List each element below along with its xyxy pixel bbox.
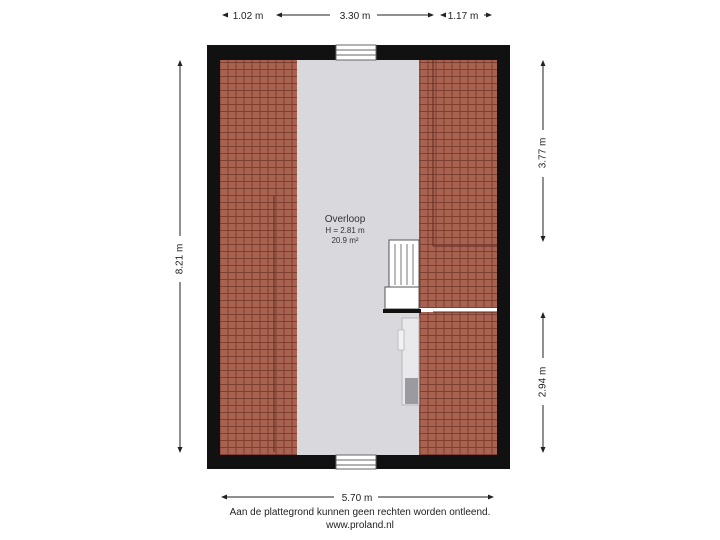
- dimension-left: [177, 60, 183, 453]
- room-name: Overloop: [325, 214, 366, 225]
- dim-bottom-width: 5.70 m: [342, 493, 373, 504]
- dim-left-height: 8.21 m: [175, 244, 186, 275]
- window-bottom: [335, 454, 377, 470]
- window-top: [335, 44, 377, 61]
- dim-top-left: 1.02 m: [233, 11, 264, 22]
- roof-slope-left: [220, 60, 297, 455]
- dimension-right: [540, 60, 546, 453]
- dim-top-middle: 3.30 m: [340, 11, 371, 22]
- room-area: 20.9 m²: [331, 236, 358, 245]
- roof-slope-right-middle: [419, 246, 497, 308]
- dim-right-lower: 2.94 m: [538, 367, 549, 398]
- dimension-bottom: [221, 494, 494, 500]
- disclaimer-text: Aan de plattegrond kunnen geen rechten w…: [229, 507, 491, 518]
- dimension-top: [222, 12, 492, 18]
- roof-slope-right-upper: [419, 60, 497, 246]
- roof-slope-right-lower: [419, 312, 497, 455]
- staircase: [383, 239, 421, 406]
- dim-right-upper: 3.77 m: [538, 138, 549, 169]
- website-text: www.proland.nl: [326, 520, 394, 531]
- dim-top-right: 1.17 m: [448, 11, 479, 22]
- room-height: H = 2.81 m: [325, 226, 365, 235]
